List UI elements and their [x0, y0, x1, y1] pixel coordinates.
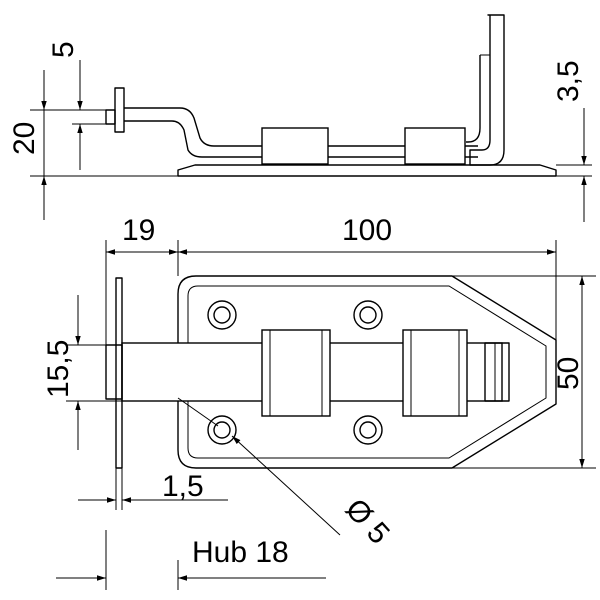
front-plate-inner — [187, 285, 547, 459]
dim-height-50: 50 — [552, 357, 585, 390]
dim-bracket-1-5: 1,5 — [162, 470, 204, 503]
dim-stroke-hub: Hub 18 — [192, 536, 289, 569]
side-pin-tip — [105, 109, 116, 125]
dim-length-100: 100 — [342, 214, 392, 247]
side-guide-right — [404, 127, 466, 165]
mounting-holes — [207, 300, 383, 445]
hole-bottom-left — [207, 415, 237, 445]
dim-pin-5: 5 — [47, 41, 80, 58]
side-view-dimensions: 20 5 3,5 — [8, 41, 592, 222]
side-bolt-bend — [124, 107, 478, 147]
dim-bolt-15-5: 15,5 — [42, 340, 75, 398]
front-guide-left — [261, 329, 331, 417]
side-view — [105, 14, 557, 177]
side-guide-left — [261, 127, 329, 165]
side-pin-head — [114, 87, 125, 133]
dim-plate-3-5: 3,5 — [552, 60, 585, 102]
dim-width-19: 19 — [122, 214, 155, 247]
front-plate-outer — [177, 275, 557, 469]
hole-bottom-right — [353, 415, 383, 445]
dim-hole-diameter: Ø 5 — [339, 493, 396, 551]
side-bolt-bend-lower — [124, 120, 478, 158]
side-catch — [469, 14, 505, 166]
front-end-bracket — [115, 277, 123, 469]
front-view — [105, 275, 557, 469]
hole-top-right — [353, 300, 383, 330]
front-bolt-tip — [484, 342, 510, 402]
front-guide-right — [402, 329, 468, 417]
side-base-plate — [177, 164, 557, 177]
hole-top-left — [207, 300, 237, 330]
dim-height-20: 20 — [8, 122, 41, 155]
